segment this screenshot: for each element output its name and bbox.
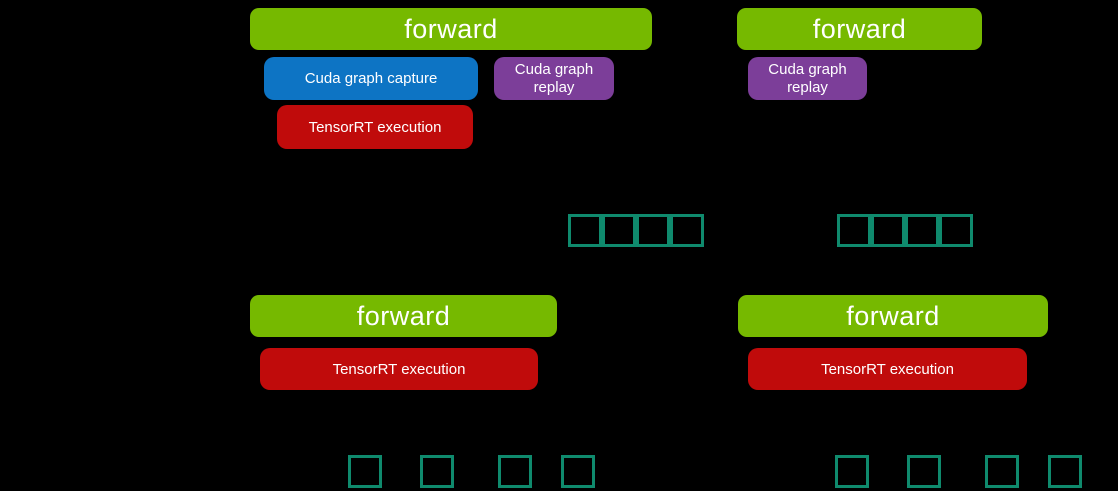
tensorrt-execution-box-1: TensorRT execution [277, 105, 473, 149]
timeline-square [837, 214, 871, 247]
cuda-graph-capture-box: Cuda graph capture [264, 57, 478, 100]
forward-bar-capture-timeline: forward [250, 8, 652, 50]
timeline-square [420, 455, 454, 488]
square-group-bottom-right [835, 455, 1082, 488]
timeline-square [561, 455, 595, 488]
forward-bar-eager-timeline-2: forward [738, 295, 1048, 337]
square-group-bottom-left [348, 455, 595, 488]
timeline-square [939, 214, 973, 247]
cuda-graph-replay-box-1: Cuda graph replay [494, 57, 614, 100]
timeline-square [602, 214, 636, 247]
timeline-square [985, 455, 1019, 488]
square-group-middle-left [568, 214, 704, 247]
timeline-square [636, 214, 670, 247]
timeline-square [1048, 455, 1082, 488]
cuda-graph-replay-box-2: Cuda graph replay [748, 57, 867, 100]
tensorrt-execution-box-2: TensorRT execution [260, 348, 538, 390]
timeline-square [835, 455, 869, 488]
timeline-square [568, 214, 602, 247]
square-group-middle-right [837, 214, 973, 247]
timeline-square [907, 455, 941, 488]
timeline-square [498, 455, 532, 488]
tensorrt-execution-box-3: TensorRT execution [748, 348, 1027, 390]
timeline-square [871, 214, 905, 247]
forward-bar-eager-timeline-1: forward [250, 295, 557, 337]
forward-bar-replay-timeline: forward [737, 8, 982, 50]
timeline-square [670, 214, 704, 247]
timeline-square [348, 455, 382, 488]
timeline-square [905, 214, 939, 247]
